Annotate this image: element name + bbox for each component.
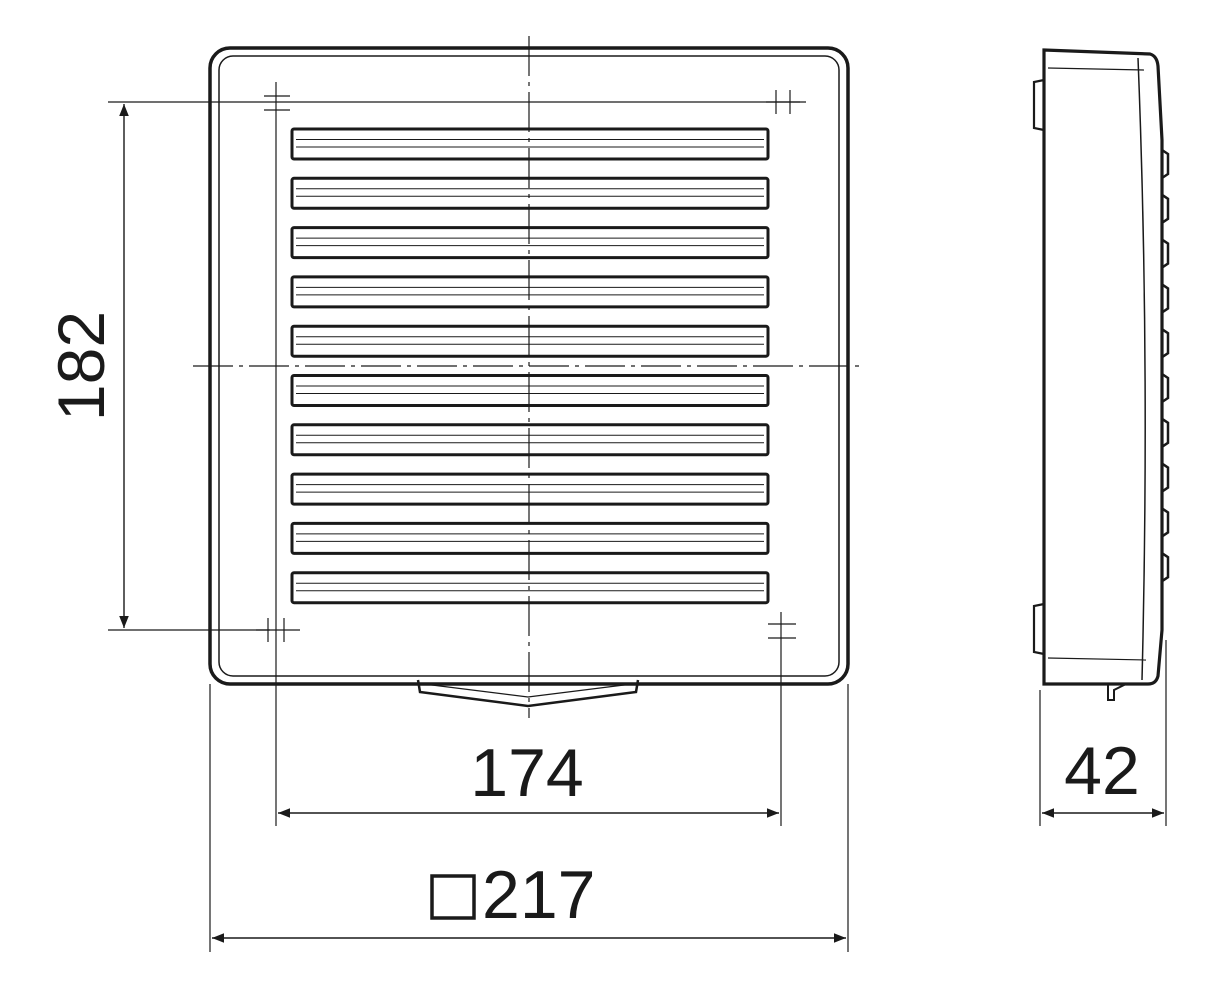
bottom-tab <box>416 679 640 708</box>
louver-slat <box>290 275 770 309</box>
louver-slat <box>290 324 770 358</box>
side-tooth <box>1161 283 1170 314</box>
side-clip-bottom <box>1032 602 1045 656</box>
dimension-label-hole-spacing: 174 <box>470 735 583 811</box>
side-tooth <box>1161 328 1170 359</box>
square-symbol-icon <box>430 874 476 920</box>
louver-slat <box>290 423 770 457</box>
side-tooth <box>1161 507 1170 538</box>
louver-slat <box>290 226 770 260</box>
mounting-hole-bottom-right <box>768 612 796 652</box>
bottom-tab-inner <box>423 683 633 698</box>
side-tooth <box>1161 462 1170 493</box>
side-tooth <box>1161 148 1170 180</box>
side-tooth <box>1161 417 1170 448</box>
side-body-outline <box>1042 48 1164 686</box>
side-teeth-group <box>1161 148 1170 583</box>
dimension-label-depth: 42 <box>1064 733 1140 809</box>
side-clip-top <box>1032 78 1045 132</box>
louver-slat <box>290 521 770 555</box>
dimension-height: 182 <box>44 101 800 631</box>
dimension-hole-spacing: 174 <box>275 122 782 826</box>
side-tooth <box>1161 193 1170 224</box>
side-inner-top <box>1047 67 1145 71</box>
side-tooth <box>1161 552 1170 583</box>
side-view <box>1032 48 1170 701</box>
dimension-label-height: 182 <box>44 311 118 421</box>
louver-slat <box>290 176 770 210</box>
louver-slat <box>290 374 770 407</box>
side-tooth <box>1161 238 1170 269</box>
louver-slat <box>290 571 770 605</box>
side-latch <box>1107 683 1127 701</box>
side-inner-bottom <box>1047 657 1147 661</box>
dimension-overall-width: 217 <box>209 684 849 952</box>
side-tooth <box>1161 372 1170 404</box>
front-view <box>193 36 862 718</box>
louver-slat <box>290 472 770 506</box>
side-curved-face <box>1137 57 1146 681</box>
louver-group <box>290 127 770 605</box>
dimension-depth: 42 <box>1039 640 1167 826</box>
louver-slat <box>290 127 770 161</box>
dimension-label-overall-width: 217 <box>482 857 595 933</box>
